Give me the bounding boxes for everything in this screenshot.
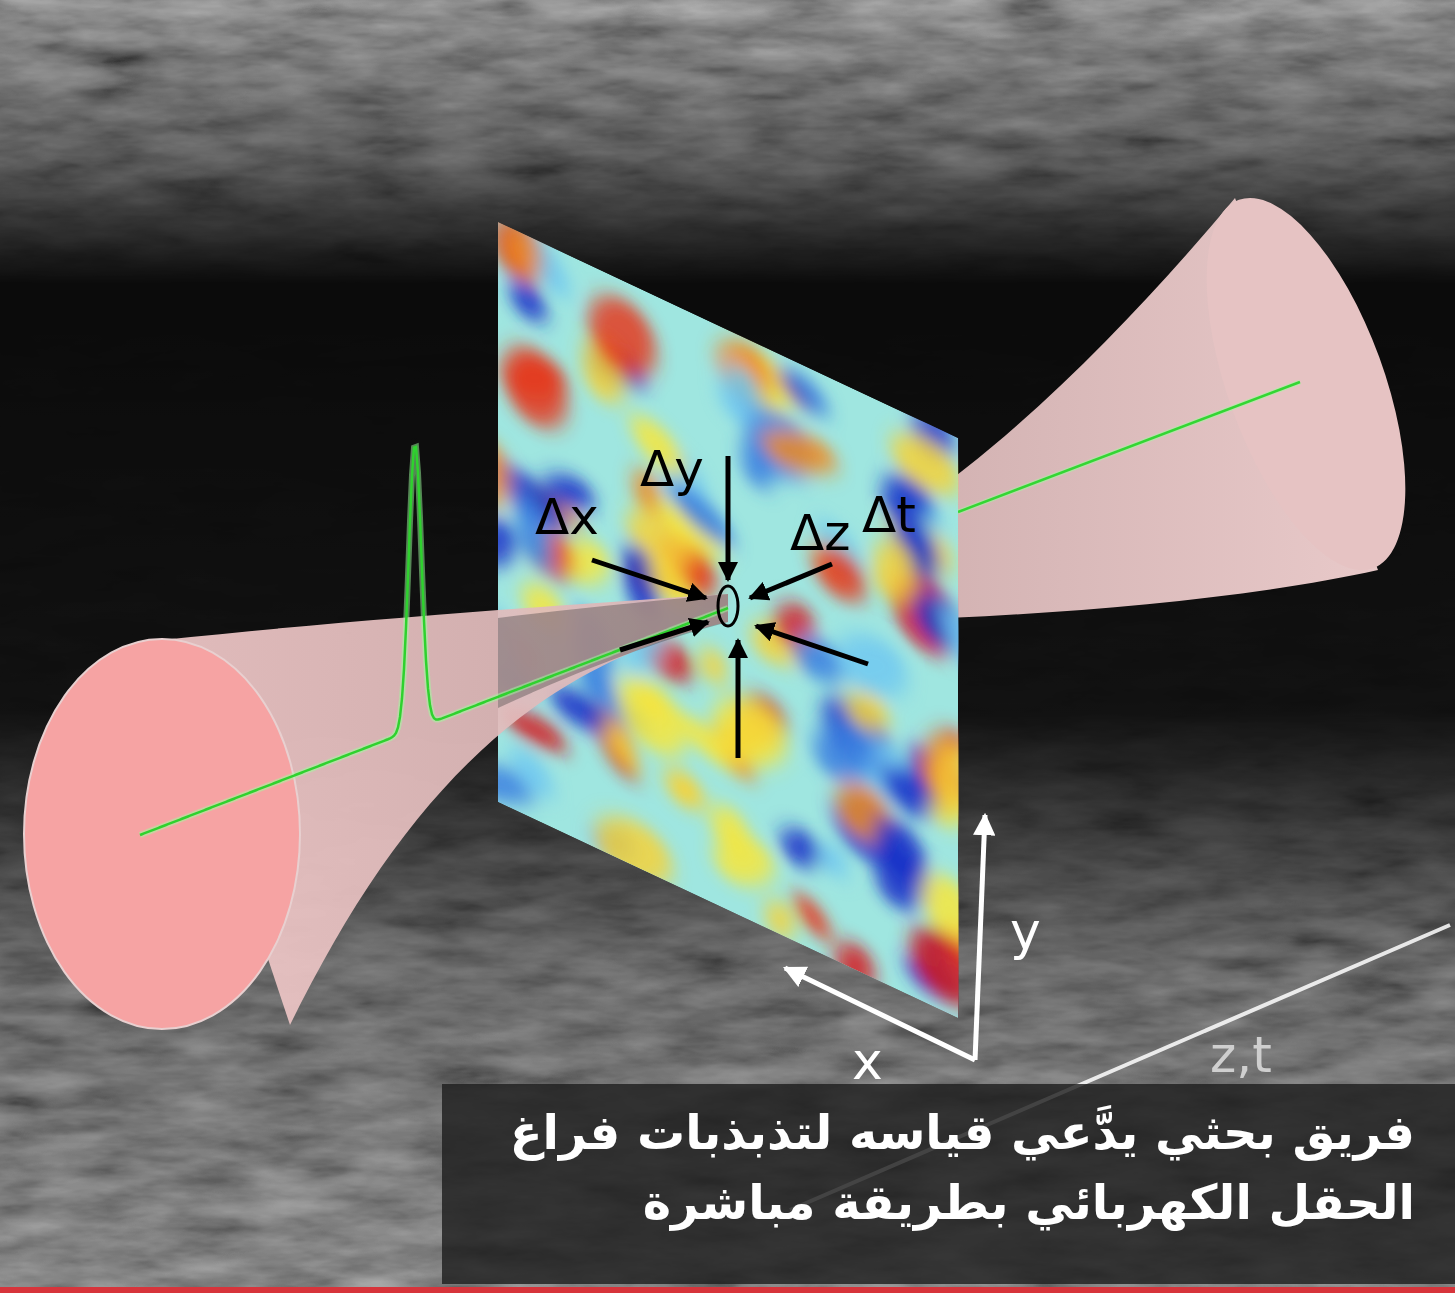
resolution-label: Δt [862, 490, 916, 540]
beam-axis-glow [958, 382, 1300, 512]
axis-label: x [852, 1035, 883, 1087]
focus-ring [718, 586, 738, 626]
beam-opening [24, 639, 300, 1029]
caption-panel [442, 1084, 1455, 1284]
resolution-arrows [592, 456, 868, 758]
beam-opening [1166, 173, 1447, 595]
resolution-label: Δy [640, 444, 704, 494]
axis-label: z,t [1210, 1030, 1272, 1080]
pulse-glow [140, 447, 728, 835]
axes [785, 815, 985, 1060]
resolution-label: Δz [790, 508, 850, 558]
pulse-trace [140, 447, 728, 835]
caption: فريق بحثي يدَّعي قياسه لتذبذبات فراغ الح… [455, 1098, 1415, 1237]
beam-axis [958, 382, 1300, 512]
axis-label: y [1010, 905, 1041, 957]
resolution-label: Δx [535, 492, 599, 542]
bottom-rule [0, 1287, 1455, 1293]
field-plane [445, 177, 994, 1062]
